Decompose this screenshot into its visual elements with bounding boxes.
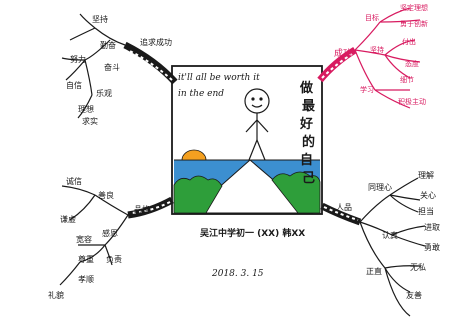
branch-item: 正直	[366, 266, 382, 276]
branch-label: 品格	[134, 204, 150, 214]
branch-top-left	[61, 13, 178, 119]
quote-line-1: it'll all be worth it	[178, 73, 260, 83]
branch-top-right	[317, 7, 421, 109]
stick-figure-icon	[244, 88, 270, 161]
branch-item: 感恩	[102, 228, 118, 238]
branch-item: 坚持	[92, 14, 108, 24]
branch-bottom-right-labels: 人品 同理心 理解 关心 担当 认真 进取 勇敢 正直 无私 友善	[336, 170, 440, 300]
branch-item: 关心	[420, 190, 436, 200]
branch-item: 认真	[382, 230, 398, 240]
branch-bottom-left	[59, 185, 174, 286]
branch-label: 人品	[336, 203, 352, 212]
branch-item: 勤奋	[100, 40, 116, 50]
branch-item: 理解	[418, 170, 434, 180]
author-line: 吴江中学初一 (XX) 韩XX	[200, 227, 305, 239]
branch-item: 求实	[82, 116, 98, 126]
branch-item: 孝顺	[78, 275, 94, 284]
branch-item: 积极主动	[398, 97, 426, 106]
branch-item: 理想	[78, 104, 94, 114]
branch-item: 进取	[424, 223, 440, 232]
date-line: 2018. 3. 15	[211, 269, 264, 279]
title-char: 己	[302, 171, 315, 186]
branch-item: 善良	[98, 190, 114, 200]
branch-item: 坚定理想	[400, 3, 428, 12]
branch-item: 勇于创新	[400, 19, 428, 28]
branch-item: 奋斗	[104, 62, 120, 72]
branch-item: 同理心	[368, 183, 392, 192]
branch-item: 友善	[406, 290, 422, 300]
branch-item: 学习	[360, 85, 374, 94]
quote-line-2: in the end	[178, 89, 224, 99]
bush-left	[173, 175, 223, 214]
branch-bottom-right	[320, 177, 426, 317]
branch-item: 尊重	[78, 254, 94, 264]
branch-item: 自信	[66, 80, 82, 90]
branch-top-right-labels: 成功 目标 坚定理想 勇于创新 坚持 付出 态度 细节 学习 积极主动	[334, 3, 428, 106]
branch-item: 乐观	[96, 88, 112, 98]
branch-label: 成功	[334, 47, 352, 59]
branch-item: 礼貌	[48, 290, 64, 300]
branch-item: 付出	[402, 37, 416, 46]
branch-item: 态度	[405, 59, 419, 68]
vertical-title: 做 最 好 的 自 己	[299, 80, 316, 186]
branch-label: 追求成功	[140, 37, 172, 47]
branch-item: 目标	[365, 13, 379, 22]
branch-bottom-left-labels: 品格 诚信 善良 谦虚 宽容 感恩 尊重 负责 孝顺 礼貌	[48, 176, 150, 300]
branch-item: 谦虚	[60, 214, 76, 224]
branch-item: 勇敢	[424, 242, 440, 252]
branch-item: 诚信	[66, 176, 82, 186]
title-char: 最	[302, 99, 316, 114]
branch-item: 负责	[106, 254, 122, 264]
sun-icon	[181, 149, 207, 161]
branch-top-left-labels: 追求成功 坚持 勤奋 努力 奋斗 自信 乐观 理想 求实	[66, 14, 172, 126]
center-picture: it'll all be worth it in the end 做 最 好 的…	[171, 65, 323, 215]
bush-right	[271, 171, 321, 214]
title-char: 做	[299, 80, 313, 96]
title-char: 的	[302, 134, 315, 150]
branch-item: 细节	[400, 75, 414, 84]
branch-item: 担当	[418, 206, 434, 216]
branch-item: 坚持	[370, 45, 384, 54]
branch-item: 无私	[410, 263, 426, 272]
branch-item: 努力	[70, 54, 86, 64]
title-char: 自	[300, 152, 313, 168]
branch-item: 宽容	[76, 234, 92, 244]
title-char: 好	[299, 116, 313, 132]
